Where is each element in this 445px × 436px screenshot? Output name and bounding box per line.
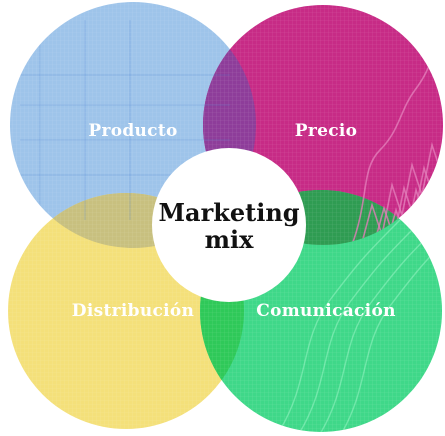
center-title-line2: mix bbox=[205, 225, 255, 254]
label-distribucion: Distribución bbox=[72, 301, 194, 321]
center-circle bbox=[152, 148, 306, 302]
center-title-line1: Marketing bbox=[158, 198, 299, 227]
label-precio: Precio bbox=[295, 121, 358, 141]
label-producto: Producto bbox=[88, 121, 177, 141]
label-comunicacion: Comunicación bbox=[256, 301, 396, 321]
